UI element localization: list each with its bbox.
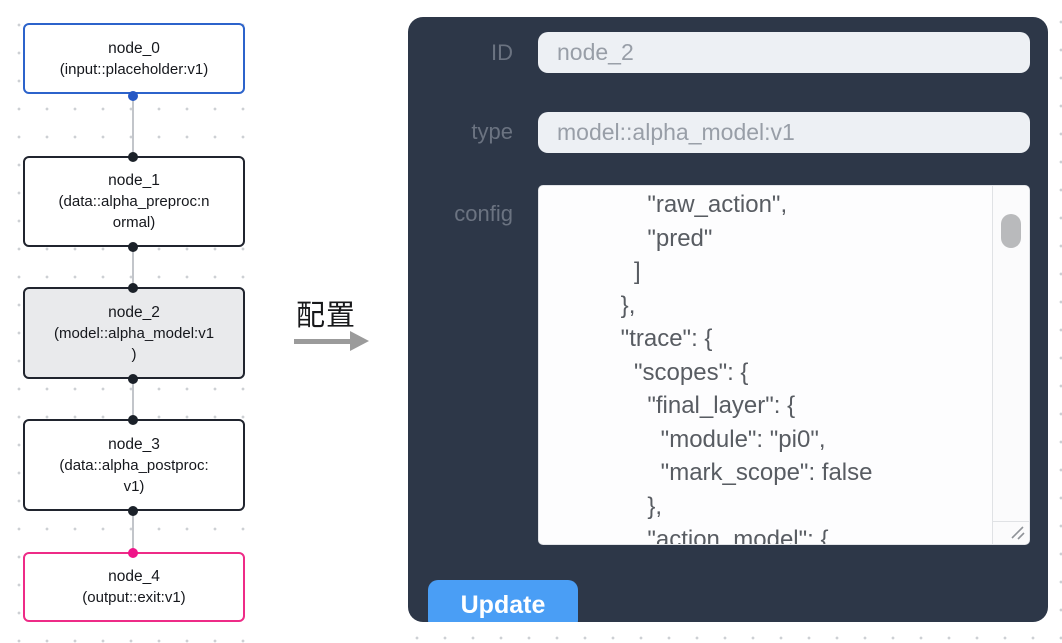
port-node4-in[interactable] (128, 548, 138, 558)
type-field-label: type (471, 119, 513, 144)
flow-node-node_0[interactable]: node_0 (input::placeholder:v1) (23, 23, 245, 94)
edge-node2-node3 (132, 379, 134, 420)
node-subtitle: (data::alpha_preproc:n ormal) (58, 193, 210, 231)
configure-annotation: 配置 (280, 292, 400, 362)
port-node1-out[interactable] (128, 242, 138, 252)
flow-node-node_2[interactable]: node_2 (model::alpha_model:v1 ) (23, 287, 245, 379)
configure-label: 配置 (296, 300, 357, 332)
scrollbar-corner-divider (993, 521, 1029, 522)
config-scrollbar-track[interactable] (992, 186, 1029, 544)
node-title: node_0 (108, 39, 160, 57)
resize-grip-icon[interactable] (1007, 522, 1027, 542)
port-node3-in[interactable] (128, 415, 138, 425)
config-field-label: config (454, 201, 513, 226)
port-node1-in[interactable] (128, 152, 138, 162)
id-field-label: ID (491, 40, 513, 65)
node-title: node_3 (108, 435, 160, 453)
flow-node-node_4[interactable]: node_4 (output::exit:v1) (23, 552, 245, 622)
node-subtitle: (input::placeholder:v1) (59, 60, 209, 78)
config-scrollbar-thumb[interactable] (1001, 214, 1021, 248)
edge-node0-node1 (132, 96, 134, 158)
update-button[interactable]: Update (428, 580, 578, 622)
port-node2-in[interactable] (128, 283, 138, 293)
port-node0-out[interactable] (128, 91, 138, 101)
id-input[interactable] (538, 32, 1030, 73)
flow-node-node_1[interactable]: node_1 (data::alpha_preproc:n ormal) (23, 156, 245, 247)
port-node3-out[interactable] (128, 506, 138, 516)
type-input[interactable] (538, 112, 1030, 153)
node-title: node_1 (108, 172, 160, 189)
node-title: node_2 (108, 303, 160, 321)
edge-node3-node4 (132, 511, 134, 553)
node-title: node_4 (108, 568, 160, 585)
config-json-text[interactable]: "raw_action", "pred" ] }, "trace": { "sc… (620, 191, 873, 544)
node-subtitle: (data::alpha_postproc: v1) (59, 456, 209, 495)
flow-node-node_3[interactable]: node_3 (data::alpha_postproc: v1) (23, 419, 245, 511)
edge-node1-node2 (132, 247, 134, 288)
right-arrow-icon (294, 339, 352, 344)
node-config-panel: ID type config "raw_action", "pred" ] },… (408, 17, 1048, 622)
node-subtitle: (output::exit:v1) (82, 589, 186, 606)
config-textarea[interactable]: "raw_action", "pred" ] }, "trace": { "sc… (538, 185, 1030, 545)
right-arrow-head-icon (350, 331, 369, 351)
port-node2-out[interactable] (128, 374, 138, 384)
node-subtitle: (model::alpha_model:v1 ) (53, 324, 215, 363)
pipeline-canvas[interactable]: node_0 (input::placeholder:v1) node_1 (d… (0, 0, 268, 643)
